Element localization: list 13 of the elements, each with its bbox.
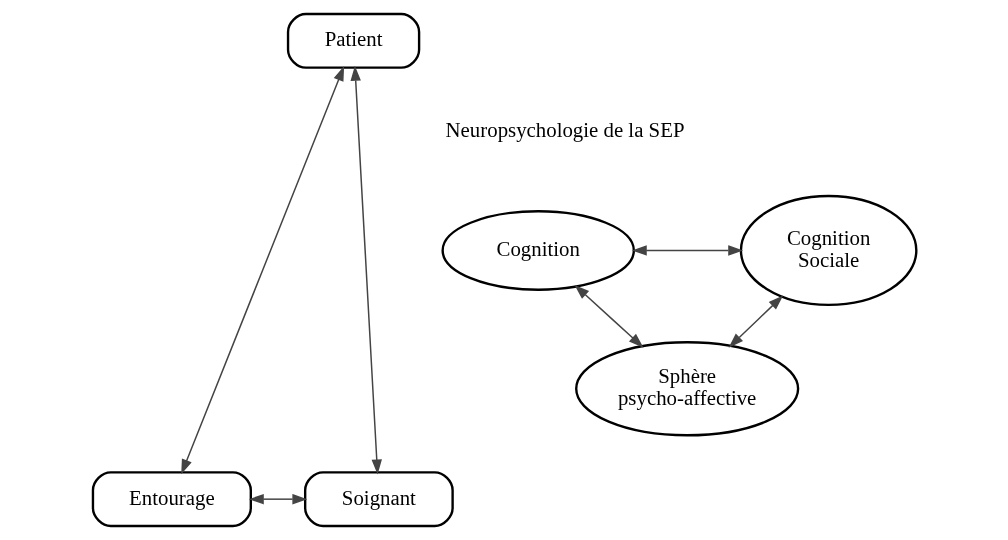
label: Neuropsychologie de la SEP bbox=[445, 118, 684, 143]
arrow bbox=[180, 66, 344, 475]
arrow bbox=[350, 65, 382, 475]
arrow bbox=[248, 493, 307, 505]
node-ellipse: Cognition Sociale bbox=[739, 194, 918, 307]
node-box: Entourage bbox=[91, 471, 252, 528]
node-box: Soignant bbox=[303, 471, 454, 528]
node-box: Patient bbox=[286, 12, 420, 69]
node-ellipse: Cognition bbox=[440, 210, 635, 291]
node-ellipse: Sphère psycho-affective bbox=[574, 341, 799, 437]
arrow bbox=[631, 245, 743, 256]
arrow bbox=[728, 295, 783, 348]
arrow bbox=[574, 284, 643, 348]
